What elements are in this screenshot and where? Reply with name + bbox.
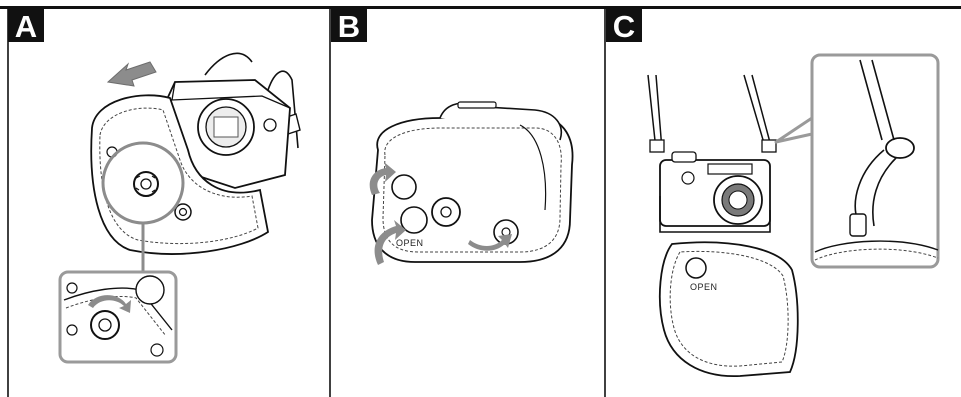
open-label-c: OPEN bbox=[690, 282, 718, 292]
panel-c: C OPEN bbox=[606, 8, 938, 376]
inset-hole-a bbox=[67, 283, 77, 293]
lens-glass-a bbox=[214, 117, 238, 137]
case-b-slot bbox=[458, 102, 496, 108]
panel-b: B OPEN bbox=[331, 8, 573, 265]
case-c bbox=[660, 242, 798, 376]
camera-c-button bbox=[682, 172, 694, 184]
panel-a: A bbox=[8, 8, 300, 362]
slide-arrow-icon bbox=[108, 62, 156, 86]
inset-c bbox=[812, 55, 938, 267]
open-label-b: OPEN bbox=[396, 238, 424, 248]
shutter-dial-c bbox=[672, 152, 696, 162]
lens-c-glass bbox=[729, 191, 747, 209]
snap-a-inner bbox=[180, 209, 187, 216]
panel-c-label: C bbox=[613, 9, 635, 44]
inset-clip-c bbox=[850, 214, 866, 236]
inset-snap-a bbox=[151, 344, 163, 356]
inset-screw-a-inner bbox=[99, 319, 111, 331]
tripod-screw-b-inner bbox=[441, 207, 451, 217]
inset-lens-a bbox=[136, 276, 164, 304]
camera-flash-c bbox=[708, 164, 752, 174]
callout-pointer-c bbox=[776, 118, 812, 142]
panel-b-label: B bbox=[338, 9, 360, 44]
snap-b-upper bbox=[392, 175, 416, 199]
inset-hole-a2 bbox=[67, 325, 77, 335]
strap-c-left bbox=[648, 75, 662, 150]
flash-a bbox=[264, 119, 276, 131]
panel-a-label: A bbox=[15, 9, 37, 44]
strap-c-clip-left bbox=[650, 140, 664, 152]
snap-c bbox=[686, 258, 706, 278]
strap-c-clip-right bbox=[762, 140, 776, 152]
strap-c-right bbox=[744, 75, 772, 150]
tripod-screw-a-inner bbox=[141, 179, 151, 189]
